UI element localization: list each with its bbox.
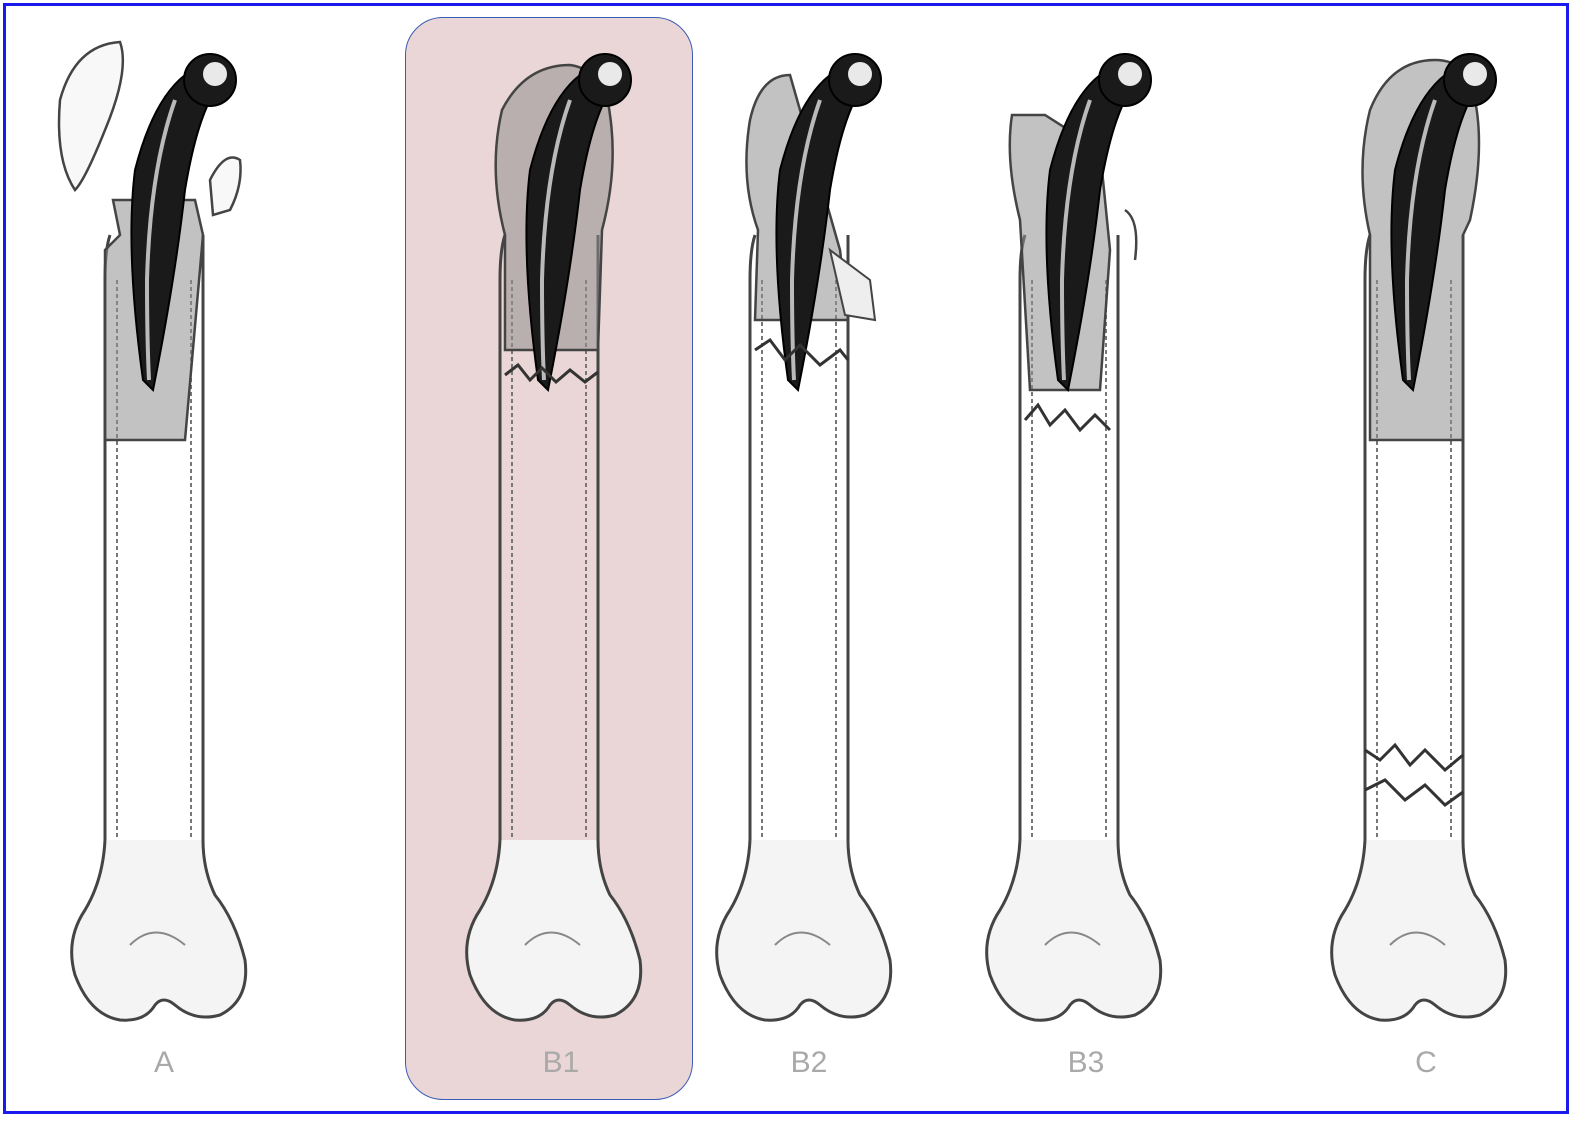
fracture-line	[1025, 405, 1110, 430]
panel-c	[1295, 20, 1555, 1045]
distal-condyles	[1332, 840, 1506, 1020]
femur-prosthesis-b2-drawing	[680, 20, 940, 1045]
label-b3: B3	[1026, 1046, 1146, 1080]
prosthesis-head-shine	[1118, 62, 1142, 86]
shaft-outer-wall-left	[750, 235, 755, 840]
prosthesis-head-shine	[848, 62, 872, 86]
fracture-line-upper	[1365, 745, 1463, 770]
label-c: C	[1366, 1046, 1486, 1080]
bone-loss-fragment	[1125, 210, 1136, 260]
distal-condyles	[467, 840, 641, 1020]
prosthesis-head-shine	[1463, 62, 1487, 86]
distal-condyles	[717, 840, 891, 1020]
femur-prosthesis-b3-drawing	[950, 20, 1210, 1045]
fracture-line-lower	[1365, 780, 1463, 805]
femur-prosthesis-b1-drawing	[430, 20, 690, 1045]
trochanteric-fragment-greater	[59, 42, 123, 190]
panel-a	[35, 20, 295, 1045]
prosthesis-head-shine	[598, 62, 622, 86]
shaft-outer-wall-left	[1020, 235, 1025, 840]
trochanteric-fragment-lesser	[210, 158, 241, 216]
femur-prosthesis-c-drawing	[1295, 20, 1555, 1045]
label-b1: B1	[501, 1046, 621, 1080]
distal-condyles	[72, 840, 246, 1020]
distal-condyles	[987, 840, 1161, 1020]
femur-prosthesis-a-drawing	[35, 20, 295, 1045]
panel-b3	[950, 20, 1210, 1045]
label-b2: B2	[749, 1046, 869, 1080]
label-a: A	[104, 1046, 224, 1080]
prosthesis-head-shine	[203, 62, 227, 86]
panel-b1	[430, 20, 690, 1045]
panel-b2	[680, 20, 940, 1045]
